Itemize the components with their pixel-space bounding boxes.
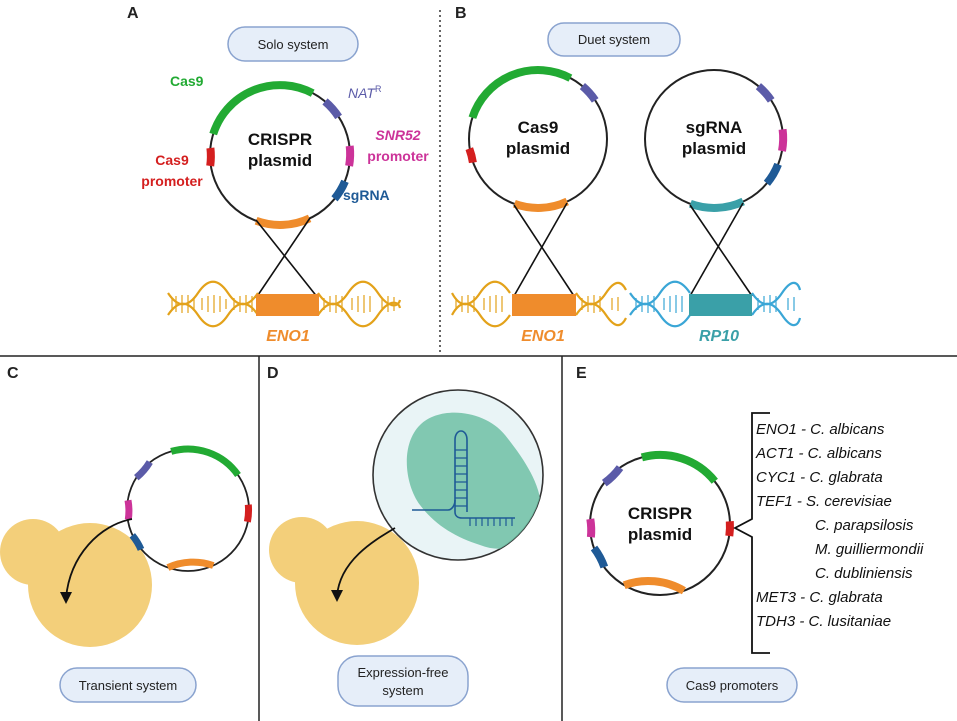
promoter-item: TDH3 - C. lusitaniae xyxy=(756,613,891,630)
nat-r-superscript: R xyxy=(375,84,382,94)
expression-free-pill-text-line2: system xyxy=(382,683,423,698)
sgrna-plasmid-rp10-segment xyxy=(689,197,745,212)
panel-letter-c: C xyxy=(7,365,19,382)
dna-helix-eno1-a xyxy=(167,280,402,328)
sgrna-hairpin xyxy=(412,430,515,526)
transient-snr52-segment xyxy=(124,499,133,521)
nat-segment xyxy=(322,98,342,120)
cas9-label: Cas9 xyxy=(170,73,204,89)
eno1-target-block-b xyxy=(512,294,576,316)
transient-system-pill xyxy=(59,667,197,703)
promoter-item: TEF1 - S. cerevisiae xyxy=(756,493,892,510)
solo-system-pill xyxy=(227,26,359,62)
crossover-b1-left xyxy=(513,204,575,297)
cas9-promoter-label-line1: Cas9 xyxy=(155,152,189,168)
cas9-protein-blob xyxy=(406,412,541,549)
cas9-plasmid-cas9-segment xyxy=(468,66,573,120)
panel-e: E CRISPR plasmid ENO1 - C. albicans ACT1… xyxy=(576,365,924,703)
cas9-plasmid-nat-segment xyxy=(579,83,599,103)
panel-letter-a: A xyxy=(127,5,139,22)
cas9-plasmid-label-line1: Cas9 xyxy=(518,118,559,137)
transient-system-pill-text: Transient system xyxy=(79,678,178,693)
panel-letter-d: D xyxy=(267,365,279,382)
cas9-plasmid-label-line2: plasmid xyxy=(506,139,570,158)
sgrna-plasmid-nat-segment xyxy=(755,83,775,103)
promoter-item: MET3 - C. glabrata xyxy=(756,589,883,606)
crossover-b1-right xyxy=(513,202,568,297)
expression-free-pill-text-line1: Expression-free xyxy=(357,665,448,680)
eno1-gene-label-a: ENO1 xyxy=(266,328,310,345)
crispr-plasmid-label-line2: plasmid xyxy=(248,151,312,170)
eno1-homology-segment xyxy=(254,214,312,229)
promoter-item: C. dubliniensis xyxy=(815,565,913,582)
crossover-b2-left xyxy=(689,204,753,297)
transient-arrow-head xyxy=(60,592,72,604)
promoter-list: ENO1 - C. albicans ACT1 - C. albicans CY… xyxy=(755,421,924,630)
transient-nat-segment xyxy=(133,460,153,481)
dna-helix-rp10 xyxy=(629,280,802,328)
crossover-b2-right xyxy=(689,202,744,297)
dna-helix-eno1-b xyxy=(451,280,627,328)
e-plasmid-label-line2: plasmid xyxy=(628,525,692,544)
e-plasmid-label-line1: CRISPR xyxy=(628,504,692,523)
crispr-plasmid-label-line1: CRISPR xyxy=(248,130,312,149)
promoter-item: ACT1 - C. albicans xyxy=(755,445,882,462)
cas9-promoters-pill-text: Cas9 promoters xyxy=(686,678,779,693)
panel-c: C Transient system xyxy=(0,365,253,703)
rp10-gene-label: RP10 xyxy=(699,328,739,345)
transient-sgrna-segment xyxy=(129,533,145,551)
crossover-line-right xyxy=(255,217,311,299)
transient-arrow-curve xyxy=(65,518,133,599)
e-snr52-segment xyxy=(586,518,596,538)
promoter-item: CYC1 - C. glabrata xyxy=(756,469,883,486)
cas9-segment xyxy=(209,81,315,136)
sgrna-plasmid-label-line1: sgRNA xyxy=(686,118,743,137)
sgrna-plasmid-sgrna-segment xyxy=(763,162,782,186)
promoter-bracket xyxy=(733,412,770,654)
sgrna-plasmid-label-line2: plasmid xyxy=(682,139,746,158)
transient-promoter-segment xyxy=(243,504,253,523)
snr52-segment xyxy=(345,145,355,167)
duet-system-pill-text: Duet system xyxy=(578,32,650,47)
crossover-line-left xyxy=(255,219,319,299)
rp10-target-block xyxy=(689,294,752,316)
yeast-cell-large-c xyxy=(28,523,152,647)
yeast-cell-large-d xyxy=(295,521,419,645)
promoter-item: ENO1 - C. albicans xyxy=(756,421,885,438)
panel-d: D Expression-free system xyxy=(267,365,544,707)
nat-r-main: NAT xyxy=(348,85,376,101)
solo-system-pill-text: Solo system xyxy=(258,37,329,52)
sgrna-plasmid-snr52-segment xyxy=(778,128,788,152)
panel-letter-e: E xyxy=(576,365,587,382)
e-cas9-segment xyxy=(640,450,718,484)
cas9-promoters-pill xyxy=(666,667,798,703)
snr52-promoter-label: promoter xyxy=(367,148,429,164)
cas9-plasmid-eno1-segment xyxy=(513,197,569,212)
sgrna-label: sgRNA xyxy=(343,187,390,203)
eno1-gene-label-b: ENO1 xyxy=(521,328,565,345)
cas9-promoter-label-line2: promoter xyxy=(141,173,203,189)
panel-a: A Solo system CRISPR plasmid Cas9 NATR S… xyxy=(127,5,429,345)
expression-free-arrow-head xyxy=(331,590,343,602)
promoter-item: M. guilliermondii xyxy=(815,541,924,558)
transient-cas9-segment xyxy=(170,445,241,478)
sgrna-segment xyxy=(331,179,349,202)
panel-letter-b: B xyxy=(455,5,467,22)
expression-free-pill xyxy=(337,655,469,707)
e-nat-segment xyxy=(601,465,624,487)
e-promoter-segment xyxy=(725,521,734,537)
nat-r-label: NATR xyxy=(348,84,382,101)
expression-free-arrow-curve xyxy=(336,527,396,597)
promoter-item: C. parapsilosis xyxy=(815,517,914,534)
panel-b: B Duet system Cas9 plasmid sgRNA plasmid xyxy=(451,5,802,345)
eno1-target-block xyxy=(256,294,319,316)
cas9-plasmid-promoter-segment xyxy=(465,147,477,164)
e-eno1-segment xyxy=(622,577,686,595)
duet-system-pill xyxy=(547,22,681,57)
e-sgrna-segment xyxy=(590,545,609,569)
snr52-label: SNR52 xyxy=(375,127,420,143)
transient-eno1-segment xyxy=(166,558,215,571)
cas9-promoter-segment xyxy=(206,147,215,167)
